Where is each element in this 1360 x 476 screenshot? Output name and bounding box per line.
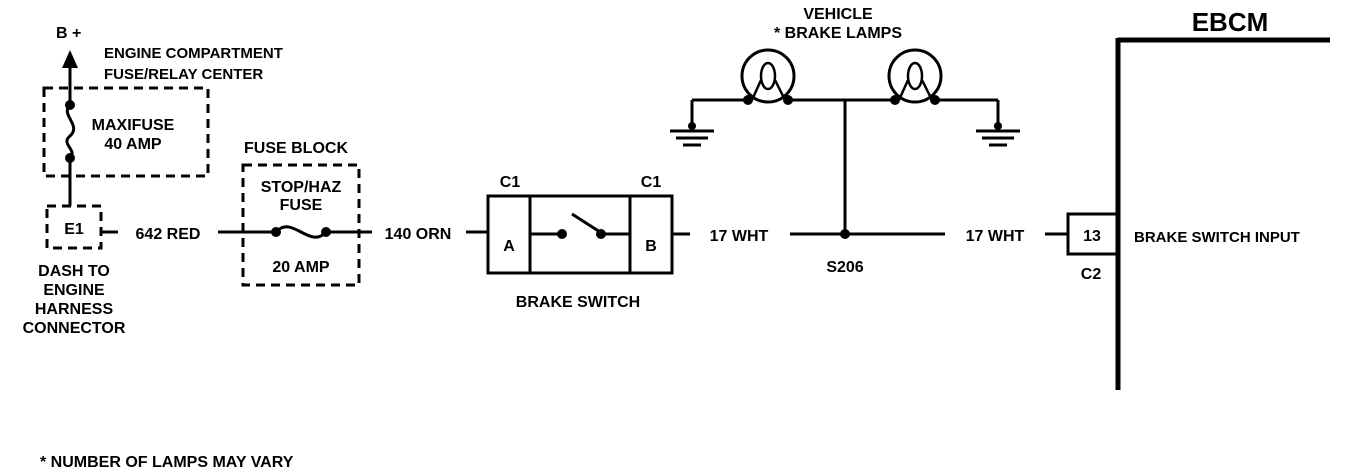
footnote: * NUMBER OF LAMPS MAY VARY (40, 454, 294, 471)
wire-140-label: 140 ORN (385, 226, 452, 243)
fuse-rating-label: 20 AMP (272, 259, 330, 276)
stop-haz-label: STOP/HAZ (261, 179, 342, 196)
wire-17-a-label: 17 WHT (710, 228, 769, 245)
brake-switch-pin-a: A (503, 238, 515, 255)
dash-connector-label-3: HARNESS (35, 301, 114, 318)
brake-switch-pin-b: B (645, 238, 657, 255)
fuse-block-title: FUSE BLOCK (244, 140, 348, 157)
ground-right-icon (976, 122, 1020, 147)
lamps-title-2: * BRAKE LAMPS (774, 25, 902, 42)
fuse-relay-center-label-1: ENGINE COMPARTMENT (104, 45, 283, 62)
e1-connector-box (45, 204, 103, 250)
brake-lamp-right-icon (887, 48, 943, 105)
e1-pin-label: E1 (64, 221, 84, 238)
brake-switch-body (486, 194, 674, 275)
lamp-circuit-wire (690, 98, 1000, 126)
dash-connector-label-1: DASH TO (38, 263, 110, 280)
dash-connector-label-2: ENGINE (43, 282, 105, 299)
dash-connector-label-4: CONNECTOR (23, 320, 126, 337)
wire-17-b-label: 17 WHT (966, 228, 1025, 245)
wire-642-label: 642 RED (136, 226, 201, 243)
fuse-label: FUSE (280, 197, 323, 214)
stop-haz-fuse-icon (271, 225, 331, 239)
ebcm-pin-label: 13 (1083, 228, 1101, 245)
brake-switch-c1-right: C1 (641, 174, 662, 191)
ebcm-title: EBCM (1192, 7, 1269, 37)
brake-switch-c1-left: C1 (500, 174, 521, 191)
ebcm-module-outline (1115, 37, 1330, 390)
fuse-relay-center-box (42, 86, 210, 178)
maxifuse-label: MAXIFUSE (92, 117, 175, 134)
ebcm-pin-box (1066, 212, 1120, 256)
brake-lamp-left-icon (740, 48, 796, 105)
fuse-block-box (241, 163, 361, 287)
lamps-title-1: VEHICLE (803, 6, 873, 23)
power-label: B + (56, 25, 81, 42)
fuse-relay-center-label-2: FUSE/RELAY CENTER (104, 66, 263, 83)
ebcm-connector-label: C2 (1081, 266, 1102, 283)
maxifuse-icon (65, 100, 76, 163)
brake-switch-label: BRAKE SWITCH (516, 294, 640, 311)
ground-left-icon (670, 122, 714, 147)
ebcm-input-label: BRAKE SWITCH INPUT (1134, 229, 1300, 246)
maxifuse-rating: 40 AMP (104, 136, 162, 153)
switch-contact-icon (530, 212, 630, 239)
power-arrow-icon (62, 50, 78, 105)
splice-s206-label: S206 (826, 259, 863, 276)
